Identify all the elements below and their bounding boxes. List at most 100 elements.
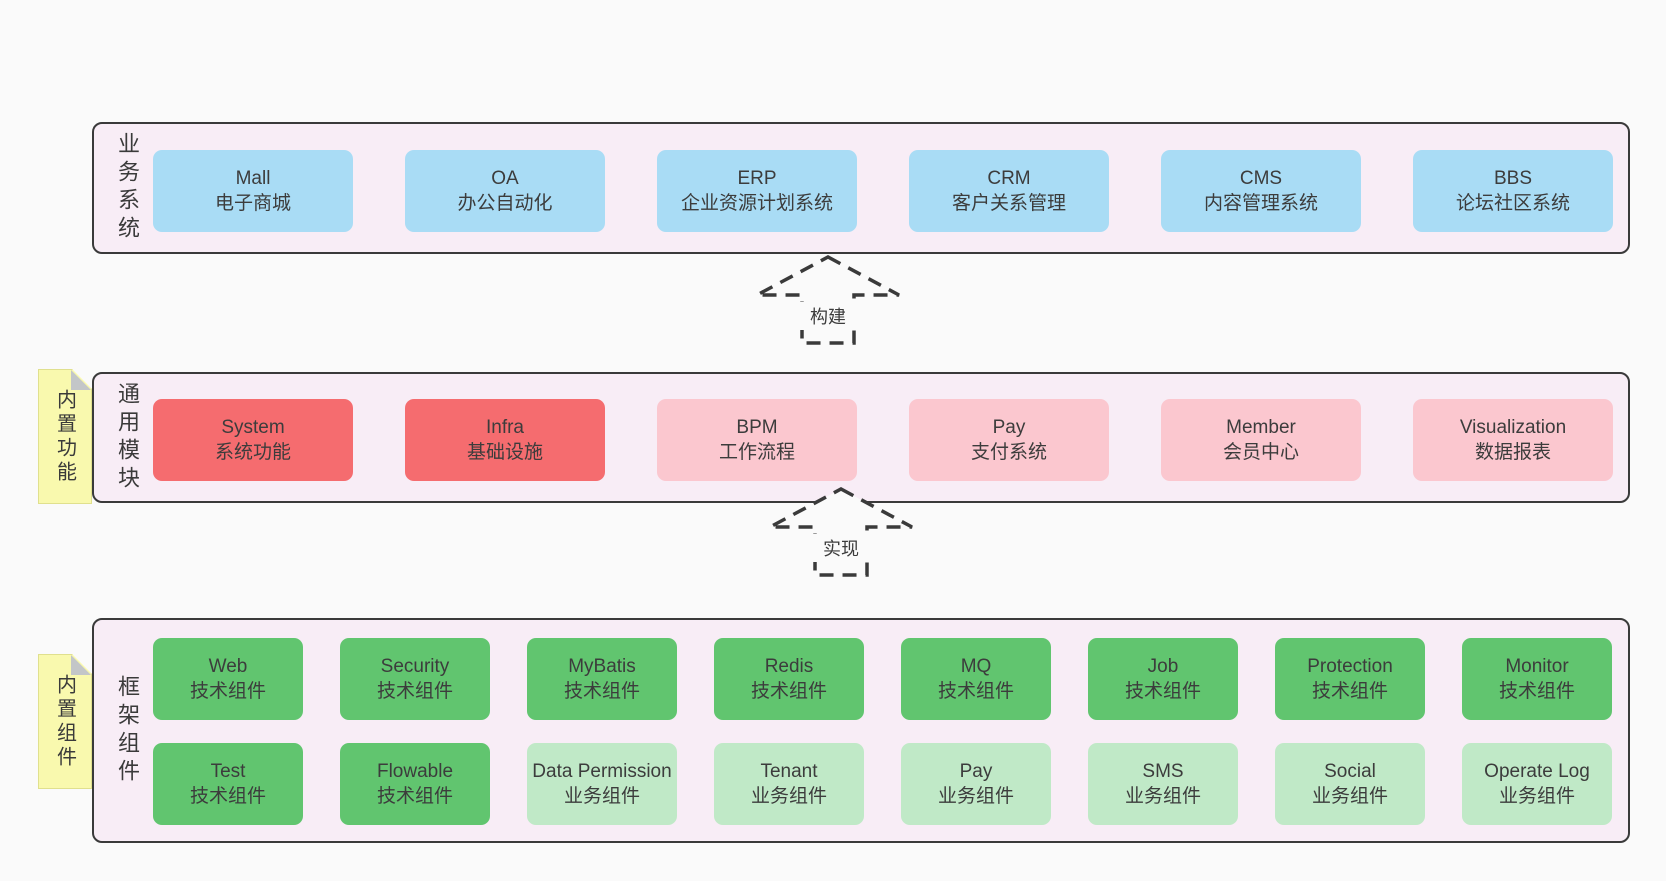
card-title: Social — [1324, 760, 1376, 782]
card-subtitle: 论坛社区系统 — [1455, 193, 1570, 214]
card-subtitle: 技术组件 — [1311, 681, 1388, 702]
card-subtitle: 工作流程 — [718, 442, 795, 463]
common-modules-row: System 系统功能 Infra 基础设施 BPM 工作流程 Pay 支付系统… — [153, 399, 1613, 481]
card-title: Job — [1147, 655, 1179, 677]
card-title: Visualization — [1459, 416, 1567, 438]
card-title: MyBatis — [568, 655, 636, 677]
card-job: Job 技术组件 — [1088, 638, 1238, 720]
arrow-label-bg — [799, 302, 857, 330]
builtin-components-note-label: 内置组件 — [53, 673, 76, 770]
card-title: Redis — [764, 655, 814, 677]
card-title: BBS — [1493, 167, 1533, 189]
card-title: OA — [491, 167, 519, 189]
card-mall: Mall 电子商城 — [153, 150, 353, 232]
note-fold-corner-icon — [71, 370, 91, 390]
card-subtitle: 技术组件 — [750, 681, 827, 702]
arrow-label-bg — [812, 534, 870, 562]
build-arrow-label: 构建 — [810, 307, 846, 327]
card-subtitle: 会员中心 — [1222, 442, 1299, 463]
card-title: Pay — [959, 760, 993, 782]
card-visualization: Visualization 数据报表 — [1413, 399, 1613, 481]
implement-arrow-label: 实现 — [823, 539, 859, 559]
card-subtitle: 业务组件 — [563, 786, 640, 807]
card-title: Protection — [1307, 655, 1393, 677]
common-modules-label: 通用模块 — [115, 381, 140, 494]
card-social: Social 业务组件 — [1275, 743, 1425, 825]
business-systems-panel: 业务系统 Mall 电子商城 OA 办公自动化 ERP 企业资源计划系统 CRM… — [92, 122, 1630, 254]
card-data-permission: Data Permission 业务组件 — [527, 743, 677, 825]
card-title: BPM — [736, 416, 778, 438]
card-test: Test 技术组件 — [153, 743, 303, 825]
card-subtitle: 业务组件 — [750, 786, 827, 807]
card-web: Web 技术组件 — [153, 638, 303, 720]
card-subtitle: 技术组件 — [1498, 681, 1575, 702]
card-subtitle: 技术组件 — [189, 786, 266, 807]
card-subtitle: 技术组件 — [376, 786, 453, 807]
card-subtitle: 企业资源计划系统 — [680, 193, 833, 214]
card-title: Member — [1226, 416, 1296, 438]
card-subtitle: 支付系统 — [970, 442, 1047, 463]
card-title: Tenant — [760, 760, 818, 782]
common-modules-panel: 通用模块 System 系统功能 Infra 基础设施 BPM 工作流程 Pay… — [92, 372, 1630, 503]
card-subtitle: 电子商城 — [214, 193, 291, 214]
card-subtitle: 内容管理系统 — [1203, 193, 1318, 214]
card-infra: Infra 基础设施 — [405, 399, 605, 481]
implement-arrow: 实现 — [769, 487, 913, 577]
card-title: Web — [208, 655, 248, 677]
card-title: Flowable — [376, 760, 454, 782]
card-security: Security 技术组件 — [340, 638, 490, 720]
card-subtitle: 技术组件 — [1124, 681, 1201, 702]
card-subtitle: 业务组件 — [937, 786, 1014, 807]
card-subtitle: 技术组件 — [563, 681, 640, 702]
card-cms: CMS 内容管理系统 — [1161, 150, 1361, 232]
card-erp: ERP 企业资源计划系统 — [657, 150, 857, 232]
card-subtitle: 技术组件 — [376, 681, 453, 702]
arrow-outline — [756, 255, 900, 345]
card-title: Pay — [992, 416, 1026, 438]
card-tenant: Tenant 业务组件 — [714, 743, 864, 825]
card-oa: OA 办公自动化 — [405, 150, 605, 232]
card-title: CRM — [987, 167, 1031, 189]
framework-row-2: Test 技术组件 Flowable 技术组件 Data Permission … — [153, 743, 1612, 825]
card-crm: CRM 客户关系管理 — [909, 150, 1109, 232]
business-systems-label: 业务系统 — [115, 132, 140, 244]
card-sms: SMS 业务组件 — [1088, 743, 1238, 825]
card-title: Data Permission — [532, 760, 672, 782]
card-title: System — [221, 416, 285, 438]
card-title: Test — [210, 760, 246, 782]
business-systems-row: Mall 电子商城 OA 办公自动化 ERP 企业资源计划系统 CRM 客户关系… — [153, 150, 1613, 232]
build-arrow: 构建 — [756, 255, 900, 345]
card-subtitle: 客户关系管理 — [951, 193, 1066, 214]
card-title: Monitor — [1505, 655, 1569, 677]
card-subtitle: 技术组件 — [189, 681, 266, 702]
builtin-features-note: 内置功能 — [38, 369, 92, 504]
card-member: Member 会员中心 — [1161, 399, 1361, 481]
card-subtitle: 业务组件 — [1311, 786, 1388, 807]
card-subtitle: 办公自动化 — [457, 193, 553, 214]
card-subtitle: 业务组件 — [1124, 786, 1201, 807]
arrow-outline — [769, 487, 913, 577]
card-subtitle: 系统功能 — [214, 442, 291, 463]
card-title: Infra — [485, 416, 525, 438]
card-title: Mall — [235, 167, 271, 189]
card-monitor: Monitor 技术组件 — [1462, 638, 1612, 720]
card-operate-log: Operate Log 业务组件 — [1462, 743, 1612, 825]
framework-row-1: Web 技术组件 Security 技术组件 MyBatis 技术组件 Redi… — [153, 638, 1612, 720]
card-pay-component: Pay 业务组件 — [901, 743, 1051, 825]
builtin-components-note: 内置组件 — [38, 654, 92, 789]
card-subtitle: 数据报表 — [1474, 442, 1551, 463]
framework-components-label: 框架组件 — [115, 674, 140, 787]
card-mybatis: MyBatis 技术组件 — [527, 638, 677, 720]
card-subtitle: 技术组件 — [937, 681, 1014, 702]
card-pay-system: Pay 支付系统 — [909, 399, 1109, 481]
card-subtitle: 业务组件 — [1498, 786, 1575, 807]
card-redis: Redis 技术组件 — [714, 638, 864, 720]
card-bpm: BPM 工作流程 — [657, 399, 857, 481]
builtin-features-note-label: 内置功能 — [53, 388, 76, 485]
card-title: SMS — [1142, 760, 1184, 782]
card-mq: MQ 技术组件 — [901, 638, 1051, 720]
framework-components-panel: 框架组件 Web 技术组件 Security 技术组件 MyBatis 技术组件… — [92, 618, 1630, 843]
card-bbs: BBS 论坛社区系统 — [1413, 150, 1613, 232]
card-title: ERP — [737, 167, 777, 189]
card-system: System 系统功能 — [153, 399, 353, 481]
